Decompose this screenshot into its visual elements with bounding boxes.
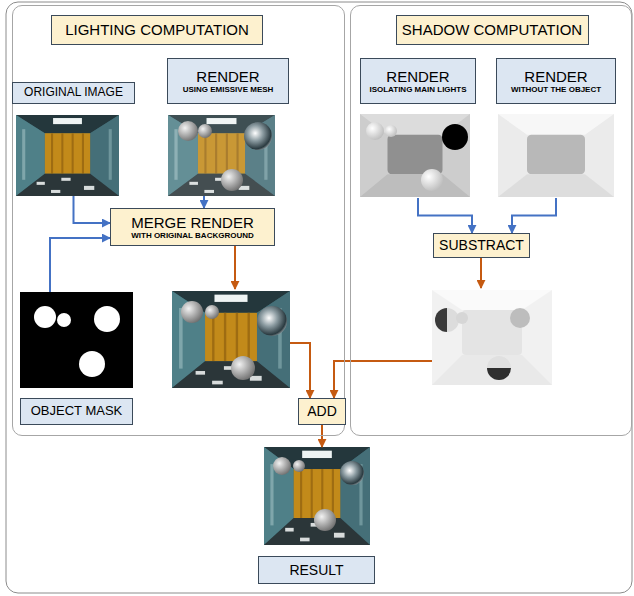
label-text: OBJECT MASK <box>31 404 123 419</box>
flow-arrow <box>203 196 205 208</box>
node-group: RENDERISOLATING MAIN LIGHTS <box>360 58 476 198</box>
node-group: ORIGINAL IMAGE <box>12 82 135 196</box>
label-text: SHADOW COMPUTATION <box>402 21 582 38</box>
label-text: RESULT <box>289 562 343 578</box>
node-group: MERGE RENDERWITH ORIGINAL BACKGROUND <box>110 208 290 388</box>
process-box: SUBSTRACT <box>433 233 530 258</box>
shadow-image <box>432 290 552 385</box>
label-text: SUBSTRACT <box>439 237 524 253</box>
label-box: RESULT <box>258 556 375 584</box>
label-text: RENDER <box>196 68 259 85</box>
label-box: RENDERWITHOUT THE OBJECT <box>496 58 616 104</box>
label-text: LIGHTING COMPUTATION <box>65 21 249 38</box>
label-text: ADD <box>307 403 337 419</box>
flow-arrow <box>512 198 556 233</box>
label-box: OBJECT MASK <box>20 398 133 425</box>
label-box: RENDERISOLATING MAIN LIGHTS <box>360 58 476 104</box>
section-heading: LIGHTING COMPUTATION <box>51 15 263 45</box>
subtitle-text: USING EMISSIVE MESH <box>183 85 274 94</box>
label-box: ORIGINAL IMAGE <box>12 82 135 104</box>
node-group: OBJECT MASK <box>20 292 133 425</box>
node-group: SUBSTRACT <box>432 233 552 385</box>
subtitle-text: ISOLATING MAIN LIGHTS <box>369 85 466 94</box>
subtitle-text: WITHOUT THE OBJECT <box>511 85 601 94</box>
section-heading: SHADOW COMPUTATION <box>396 15 589 45</box>
flow-arrow <box>418 198 472 233</box>
flow-arrow <box>234 246 236 289</box>
label-box: RENDERUSING EMISSIVE MESH <box>167 58 289 104</box>
flow-arrow <box>334 361 432 398</box>
label-text: RENDER <box>524 68 587 85</box>
flow-arrow <box>290 343 310 398</box>
flow-arrow <box>321 425 323 447</box>
process-box: ADD <box>298 398 346 425</box>
section-panel: SHADOW COMPUTATIONRENDERISOLATING MAIN L… <box>350 5 632 436</box>
label-text: RENDER <box>386 68 449 85</box>
label-text: MERGE RENDER <box>131 214 254 231</box>
no-object-image <box>498 114 614 197</box>
result-image <box>264 447 370 545</box>
mask-image <box>20 292 133 388</box>
node-group: RESULT <box>258 447 375 584</box>
subtitle-text: WITH ORIGINAL BACKGROUND <box>131 231 254 240</box>
node-group: RENDERWITHOUT THE OBJECT <box>496 58 616 198</box>
label-text: ORIGINAL IMAGE <box>24 86 123 100</box>
flow-arrow <box>50 238 110 292</box>
render-image <box>168 115 275 196</box>
merged-image <box>172 291 290 388</box>
outer-frame <box>6 2 632 593</box>
lights-image <box>360 114 470 197</box>
flow-arrow <box>480 258 482 288</box>
process-box: MERGE RENDERWITH ORIGINAL BACKGROUND <box>110 208 275 246</box>
original-image <box>16 115 119 196</box>
section-panel: LIGHTING COMPUTATION ORIGINAL IMAGE RENDER… <box>12 5 345 436</box>
node-group: ADD <box>298 398 346 425</box>
node-group: RENDERUSING EMISSIVE MESH <box>164 58 290 196</box>
flow-arrow <box>74 196 111 223</box>
